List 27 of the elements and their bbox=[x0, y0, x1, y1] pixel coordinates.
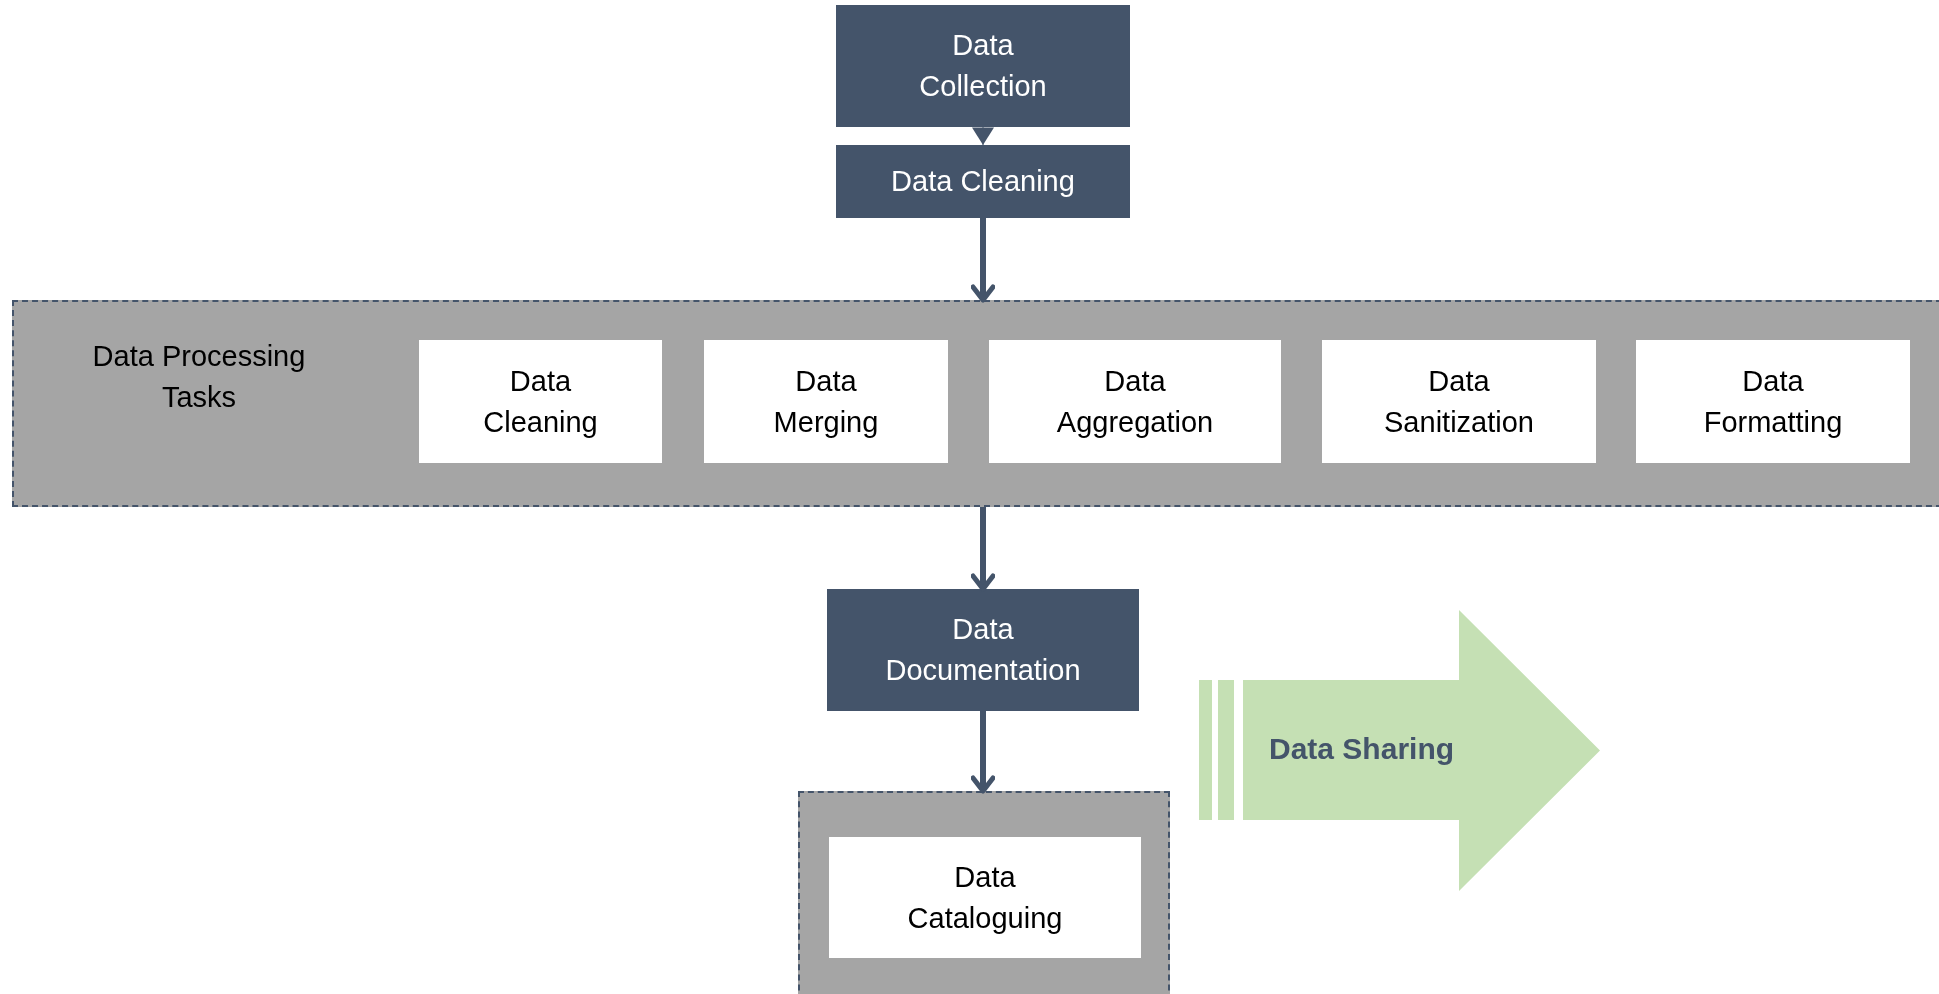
node-text: Data Merging bbox=[773, 363, 879, 440]
group-panel bbox=[12, 300, 1939, 507]
arrow bbox=[970, 218, 996, 303]
process-box bbox=[836, 145, 1130, 218]
task-box bbox=[1636, 340, 1910, 463]
group-panel bbox=[798, 791, 1170, 994]
node-text: Data Documentation bbox=[885, 612, 1081, 688]
block-arrow bbox=[1199, 610, 1600, 891]
node-text: Data Cleaning bbox=[891, 164, 1075, 200]
node-text: Data Sanitization bbox=[1384, 363, 1534, 440]
node-text: Data Collection bbox=[919, 28, 1047, 104]
arrow bbox=[972, 126, 994, 146]
task-box bbox=[704, 340, 948, 463]
arrow bbox=[970, 711, 996, 794]
node-text: Data Cleaning bbox=[483, 363, 598, 440]
node-text: Data Aggregation bbox=[1056, 363, 1214, 440]
task-box bbox=[989, 340, 1281, 463]
task-box bbox=[829, 837, 1141, 958]
arrow-label: Data Sharing bbox=[1269, 731, 1455, 767]
task-box bbox=[1322, 340, 1596, 463]
node-text: Data Formatting bbox=[1703, 363, 1843, 440]
process-box bbox=[827, 589, 1139, 711]
arrow bbox=[970, 507, 996, 592]
task-box bbox=[419, 340, 662, 463]
process-box bbox=[836, 5, 1130, 127]
node-text: Data Cataloguing bbox=[907, 859, 1063, 936]
group-heading: Data Processing Tasks bbox=[91, 339, 307, 415]
